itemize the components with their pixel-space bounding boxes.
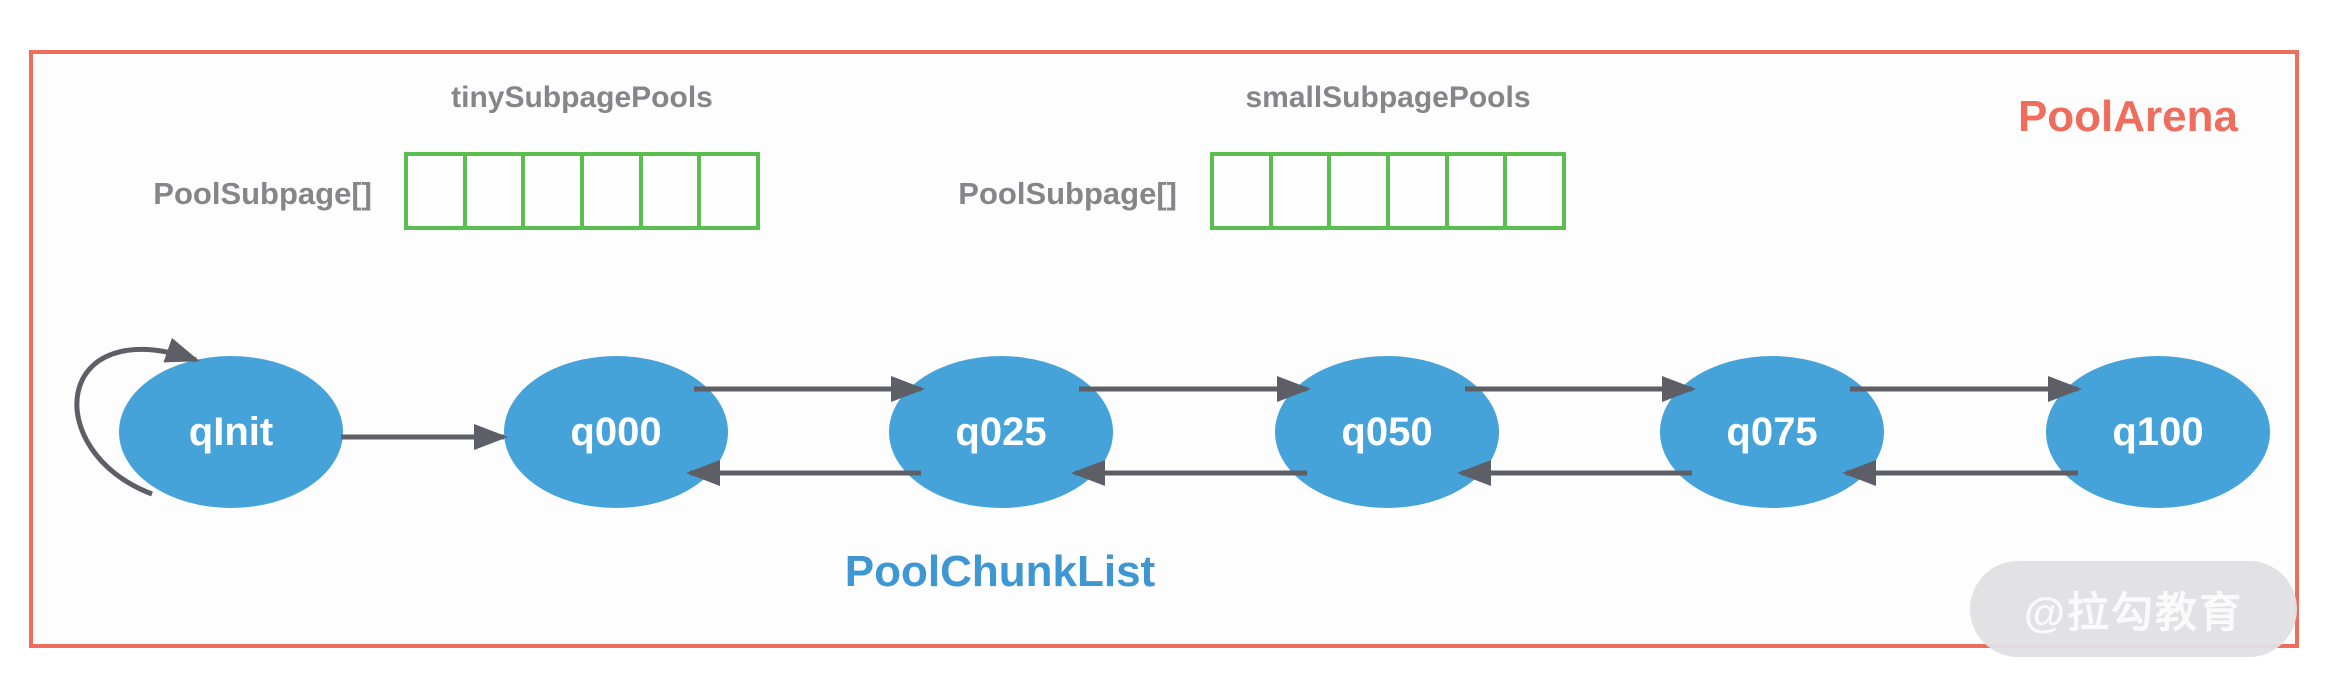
subpage-cell bbox=[521, 156, 581, 226]
small-subpage-pools-grid bbox=[1210, 152, 1566, 230]
subpage-cell bbox=[638, 156, 698, 226]
chunklist-node-q050: q050 bbox=[1275, 356, 1499, 508]
tiny-subpage-pools-grid bbox=[404, 152, 760, 230]
poolarena-box bbox=[29, 50, 2299, 648]
subpage-cell bbox=[1503, 156, 1563, 226]
subpage-cell bbox=[1214, 156, 1269, 226]
watermark-text: @拉勾教育 bbox=[2024, 588, 2243, 636]
poolchunklist-label: PoolChunkList bbox=[844, 547, 1156, 596]
subpage-cell bbox=[1268, 156, 1328, 226]
chunklist-node-q000: q000 bbox=[504, 356, 728, 508]
tiny-subpage-pools-title: tinySubpagePools bbox=[451, 81, 713, 114]
chunklist-node-q075: q075 bbox=[1660, 356, 1884, 508]
watermark-badge: @拉勾教育 bbox=[1970, 561, 2297, 657]
subpage-cell bbox=[408, 156, 463, 226]
chunklist-node-qinit: qInit bbox=[119, 356, 343, 508]
pool-subpage-array-label-small: PoolSubpage[] bbox=[958, 176, 1177, 211]
subpage-cell bbox=[580, 156, 639, 226]
subpage-cell bbox=[1386, 156, 1445, 226]
subpage-cell bbox=[1327, 156, 1387, 226]
poolarena-label: PoolArena bbox=[2017, 92, 2238, 141]
subpage-cell bbox=[697, 156, 757, 226]
pool-subpage-array-label-tiny: PoolSubpage[] bbox=[153, 176, 372, 211]
small-subpage-pools-title: smallSubpagePools bbox=[1245, 81, 1531, 114]
subpage-cell bbox=[462, 156, 522, 226]
chunklist-node-q025: q025 bbox=[889, 356, 1113, 508]
subpage-cell bbox=[1444, 156, 1504, 226]
chunklist-node-q100: q100 bbox=[2046, 356, 2270, 508]
